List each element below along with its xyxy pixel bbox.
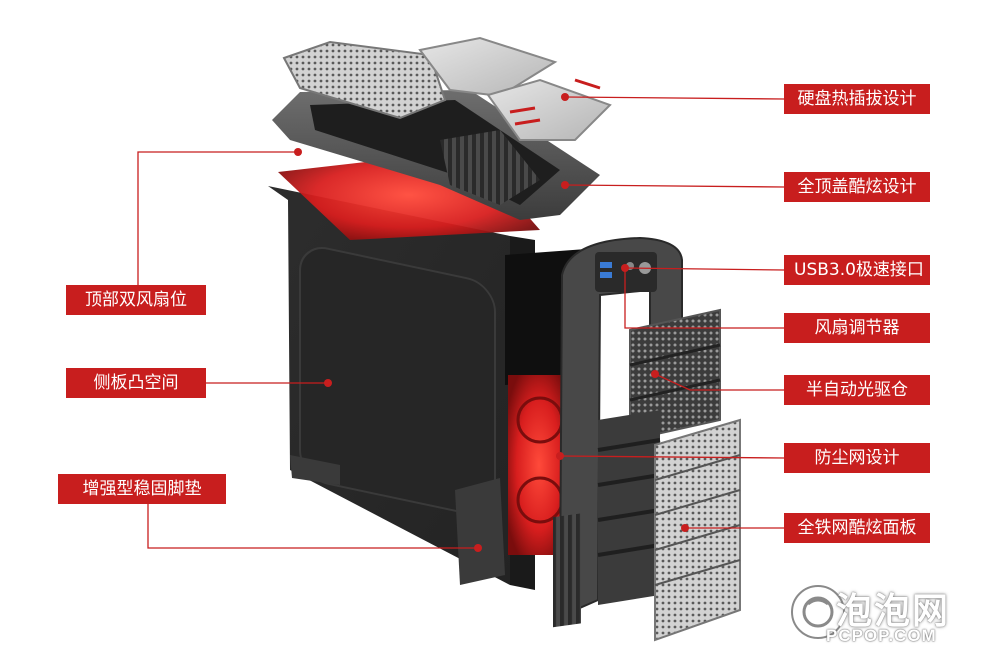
callout-full-top-cover: 全顶盖酷炫设计 xyxy=(784,172,930,202)
watermark: 泡泡网 PCPOP.COM xyxy=(770,586,960,656)
leader-top-cover xyxy=(564,184,785,188)
callout-fan-controller: 风扇调节器 xyxy=(784,313,930,343)
top-mesh-lid xyxy=(282,36,558,120)
callout-mesh-front-panel: 全铁网酷炫面板 xyxy=(784,513,930,543)
hdd-hotswap-cover xyxy=(486,78,612,141)
watermark-english: PCPOP.COM xyxy=(826,626,937,645)
callout-reinforced-feet: 增强型稳固脚垫 xyxy=(58,474,226,504)
top-vent-grille xyxy=(440,130,540,205)
callout-side-panel-bulge: 侧板凸空间 xyxy=(66,368,206,398)
leader-dots xyxy=(294,93,689,552)
leader-lines xyxy=(137,96,785,549)
front-bezel-slats xyxy=(597,410,661,605)
callout-optical-bay: 半自动光驱仓 xyxy=(784,375,930,405)
leader-top-fan xyxy=(137,151,298,300)
callout-dust-filter: 防尘网设计 xyxy=(784,443,930,473)
foot-front xyxy=(455,478,505,585)
side-panel-bulge xyxy=(299,247,496,515)
leader-optical xyxy=(654,373,784,391)
mesh-front-panel xyxy=(654,418,741,642)
watermark-logo-icon xyxy=(791,585,845,639)
leader-usb xyxy=(624,267,785,271)
leader-feet xyxy=(147,490,478,549)
leader-fan-ctrl xyxy=(624,270,784,329)
leader-hdd xyxy=(564,96,785,100)
callout-hdd-hotswap: 硬盘热插拔设计 xyxy=(784,84,930,114)
callout-usb30-port: USB3.0极速接口 xyxy=(784,255,930,285)
optical-drive-bay xyxy=(629,308,721,442)
leader-dust xyxy=(559,455,785,459)
callout-top-dual-fan: 顶部双风扇位 xyxy=(66,285,206,315)
watermark-chinese: 泡泡网 xyxy=(836,591,951,632)
